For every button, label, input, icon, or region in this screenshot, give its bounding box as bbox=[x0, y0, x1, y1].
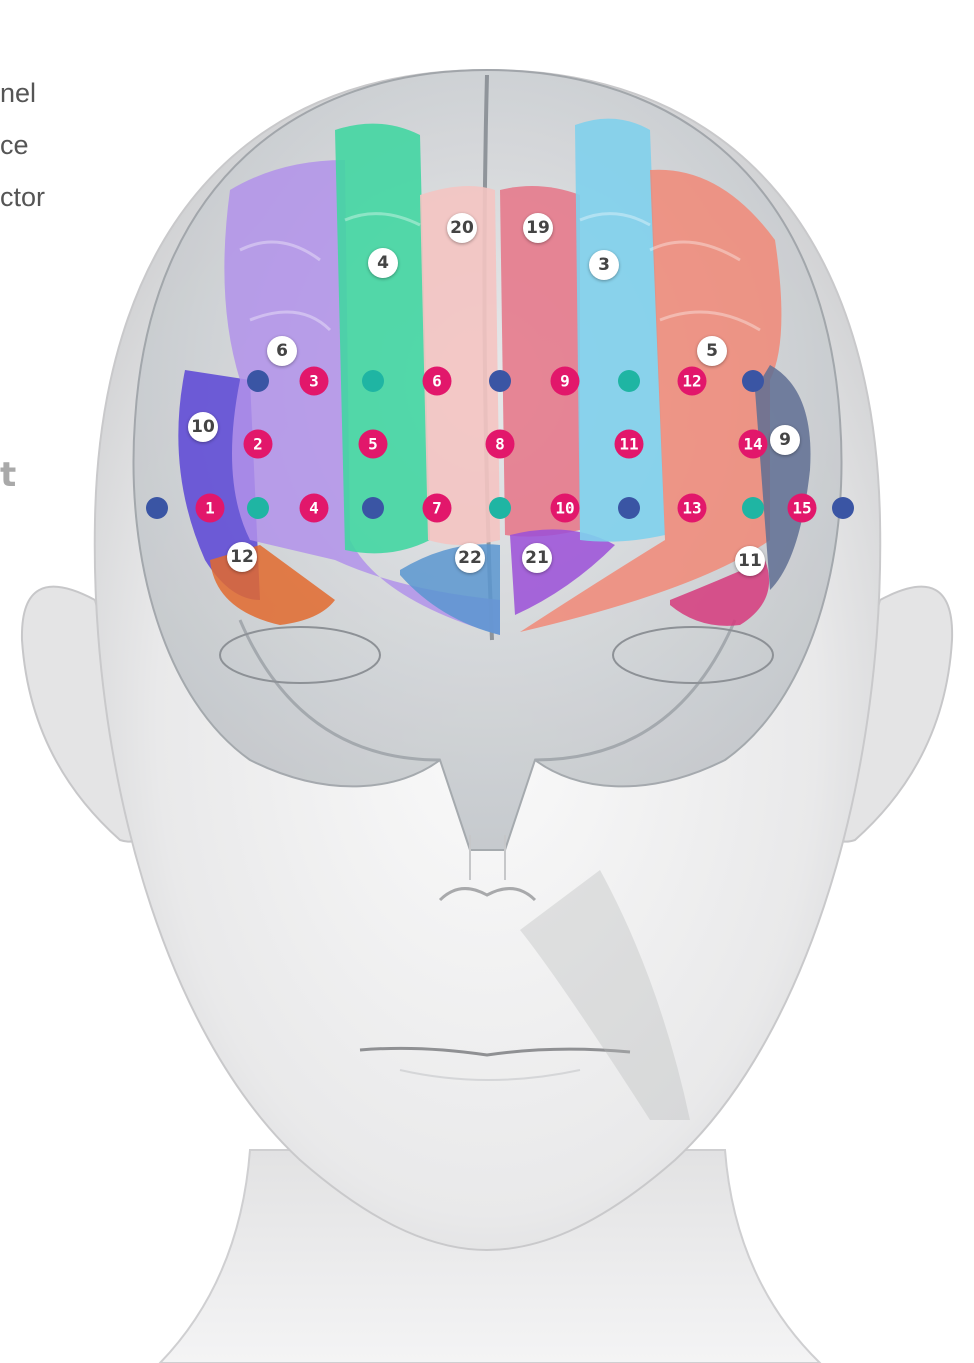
region-left-premotor bbox=[335, 124, 430, 554]
channel-badge-8: 8 bbox=[486, 430, 515, 459]
channel-badge-15: 15 bbox=[788, 494, 817, 523]
channel-badge-4: 4 bbox=[300, 494, 329, 523]
region-label-11: 11 bbox=[735, 546, 765, 576]
channel-badge-2: 2 bbox=[244, 430, 273, 459]
detector-optode bbox=[247, 497, 269, 519]
detector-optode bbox=[489, 497, 511, 519]
channel-badge-5: 5 bbox=[359, 430, 388, 459]
legend-detector-label: ctor bbox=[0, 182, 45, 213]
region-label-12: 12 bbox=[227, 542, 257, 572]
source-optode bbox=[832, 497, 854, 519]
detector-optode bbox=[618, 370, 640, 392]
source-optode bbox=[618, 497, 640, 519]
channel-badge-7: 7 bbox=[423, 494, 452, 523]
region-label-5: 5 bbox=[697, 336, 727, 366]
channel-badge-13: 13 bbox=[678, 494, 707, 523]
legend-channel-label: nel bbox=[0, 78, 36, 109]
region-label-10: 10 bbox=[188, 412, 218, 442]
region-label-6: 6 bbox=[267, 336, 297, 366]
source-optode bbox=[146, 497, 168, 519]
region-label-21: 21 bbox=[522, 543, 552, 573]
region-label-4: 4 bbox=[368, 248, 398, 278]
region-label-9: 9 bbox=[770, 425, 800, 455]
region-label-20: 20 bbox=[447, 213, 477, 243]
channel-badge-6: 6 bbox=[423, 367, 452, 396]
channel-badge-3: 3 bbox=[300, 367, 329, 396]
region-label-3: 3 bbox=[589, 250, 619, 280]
channel-badge-14: 14 bbox=[739, 430, 768, 459]
detector-optode bbox=[362, 370, 384, 392]
legend-partial-letter: t bbox=[0, 455, 16, 495]
region-label-22: 22 bbox=[455, 543, 485, 573]
channel-badge-9: 9 bbox=[551, 367, 580, 396]
channel-badge-1: 1 bbox=[196, 494, 225, 523]
channel-badge-12: 12 bbox=[678, 367, 707, 396]
legend-source-label: ce bbox=[0, 130, 29, 161]
channel-badge-10: 10 bbox=[551, 494, 580, 523]
source-optode bbox=[362, 497, 384, 519]
source-optode bbox=[247, 370, 269, 392]
detector-optode bbox=[742, 497, 764, 519]
source-optode bbox=[489, 370, 511, 392]
source-optode bbox=[742, 370, 764, 392]
channel-badge-11: 11 bbox=[615, 430, 644, 459]
region-label-19: 19 bbox=[523, 213, 553, 243]
